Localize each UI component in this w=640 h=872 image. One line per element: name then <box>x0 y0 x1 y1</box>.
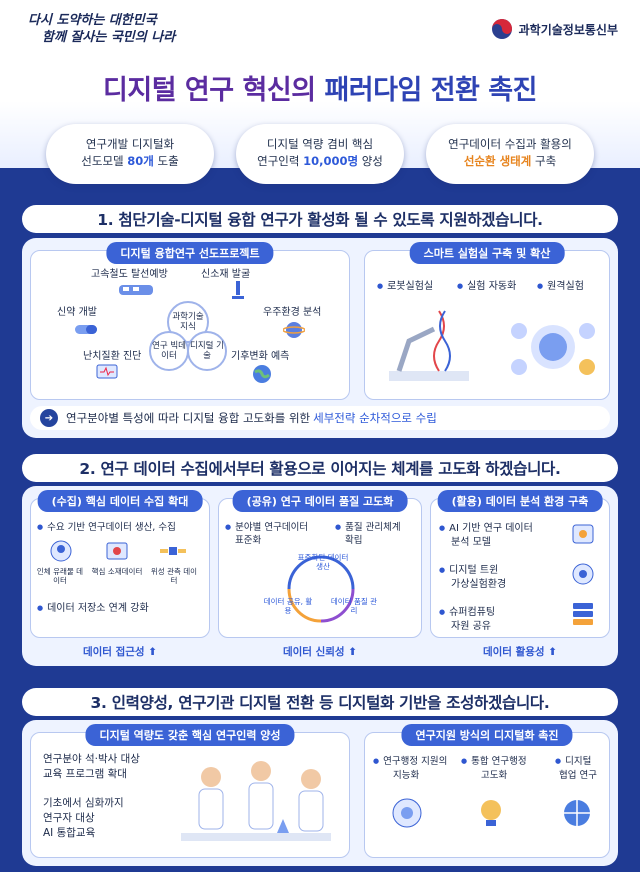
ai-chip-icon <box>572 524 594 544</box>
item-space: 우주환경 분석 <box>263 307 322 318</box>
goal-pill-1: 연구개발 디지털화 선도모델 80개 도출 <box>46 124 214 184</box>
fusion-project-head: 디지털 융합연구 선도프로젝트 <box>106 242 274 264</box>
taegeuk-icon <box>491 19 512 39</box>
robot-arm-icon <box>389 310 469 381</box>
item-railway: 고속철도 탈선예방 <box>91 269 168 280</box>
lightbulb-icon <box>481 800 501 826</box>
support-bullet-1: 연구행정 지원의 <box>373 753 447 767</box>
talent-line-1: 연구분야 석·박사 대상 <box>43 753 140 765</box>
pill-icon <box>75 325 97 334</box>
talent-line-2: 교육 프로그램 확대 <box>43 768 127 780</box>
digital-twin-icon <box>572 563 594 585</box>
share-head: (공유) 연구 데이터 품질 고도화 <box>232 490 408 512</box>
talent-card: 디지털 역량도 갖춘 핵심 연구인력 양성 연구분야 석·박사 대상 교육 프로… <box>30 724 350 858</box>
section-3-title: 3. 인력양성, 연구기관 디지털 전환 등 디지털화 기반을 조성하겠습니다. <box>22 688 618 716</box>
cycle-standard-data: 표준화된 데이터 생산 <box>297 553 349 571</box>
item-new-material: 신소재 발굴 <box>201 269 251 280</box>
slogan-line-1: 다시 도약하는 대한민국 <box>28 13 157 28</box>
lab-remote: 원격실험 <box>537 277 584 292</box>
circle-research-bigdata: 연구 빅데이터 <box>149 331 189 371</box>
analyze-bullet-1: AI 기반 연구 데이터 <box>439 519 533 534</box>
ministry-name: 과학기술정보통신부 <box>518 22 618 37</box>
globe-icon <box>253 365 271 383</box>
microscope-icon <box>232 281 244 299</box>
collect-bullet-2: 데이터 저장소 연계 강화 <box>37 599 149 614</box>
research-support-head: 연구지원 방식의 디지털화 촉진 <box>401 724 573 746</box>
cycle-quality: 데이터 품질 관리 <box>330 597 378 615</box>
section-2-title: 2. 연구 데이터 수집에서부터 활용으로 이어지는 체계를 고도화 하겠습니다… <box>22 454 618 482</box>
diagnosis-monitor-icon <box>96 364 118 379</box>
item-disease: 난치질환 진단 <box>83 351 142 362</box>
analyze-bullet-2: 디지털 트윈 <box>439 561 498 576</box>
support-bullet-3: 디지털 <box>555 753 591 767</box>
circle-digital-tech: 디지털 기술 <box>187 331 227 371</box>
label-body-data: 인체 유래물 데이터 <box>36 567 84 585</box>
tab-accessibility: 데이터 접근성 ⬆ <box>82 645 158 658</box>
analyze-head: (활용) 데이터 분석 환경 구축 <box>437 490 603 512</box>
goal-pill-2: 디지털 역량 겸비 핵심 연구인력 10,000명 양성 <box>236 124 404 184</box>
talent-line-5: AI 통합교육 <box>43 827 96 839</box>
arrow-right-icon: ➔ <box>40 409 58 427</box>
cycle-share-use: 데이터 공유, 활용 <box>263 597 313 615</box>
analyze-card: (활용) 데이터 분석 환경 구축 AI 기반 연구 데이터 분석 모델 디지털… <box>430 490 610 638</box>
slogan: 다시 도약하는 대한민국 함께 잘사는 국민의 나라 <box>28 12 228 46</box>
lab-automation: 실험 자동화 <box>457 277 516 292</box>
section-1-title: 1. 첨단기술-디지털 융합 연구가 활성화 될 수 있도록 지원하겠습니다. <box>22 205 618 233</box>
page-title: 디지털 연구 혁신의 패러다임 전환 촉진 <box>103 75 537 106</box>
talent-line-3: 기초에서 심화까지 <box>43 797 124 809</box>
item-climate: 기후변화 예측 <box>231 351 290 362</box>
collect-card: (수집) 핵심 데이터 수집 확대 수요 기반 연구데이터 생산, 수집 인체 … <box>30 490 210 638</box>
satellite-icon <box>160 547 186 555</box>
fusion-project-card: 디지털 융합연구 선도프로젝트 고속철도 탈선예방 신소재 발굴 신약 개발 우… <box>30 242 350 400</box>
goal-pills: 연구개발 디지털화 선도모델 80개 도출 디지털 역량 겸비 핵심 연구인력 … <box>46 124 594 184</box>
supercomputer-icon <box>573 603 593 625</box>
label-material-data: 핵심 소재데이터 <box>91 567 143 576</box>
research-support-card: 연구지원 방식의 디지털화 촉진 연구행정 지원의 지능화 통합 연구행정 고도… <box>364 724 610 858</box>
goal-pill-3: 연구데이터 수집과 활용의 선순환 생태계 구축 <box>426 124 594 184</box>
material-data-icon <box>106 542 128 560</box>
share-card: (공유) 연구 데이터 품질 고도화 분야별 연구데이터 표준화 품질 관리체계… <box>218 490 422 638</box>
data-cycle-diagram <box>287 555 355 623</box>
slogan-line-2: 함께 잘사는 국민의 나라 <box>42 30 176 45</box>
lab-robot: 로봇실험실 <box>377 277 433 292</box>
talent-line-4: 연구자 대상 <box>43 812 95 824</box>
remote-brain-icon <box>511 323 595 375</box>
ministry-logo: 과학기술정보통신부 <box>491 18 618 40</box>
collect-head: (수집) 핵심 데이터 수집 확대 <box>37 490 203 512</box>
planet-icon <box>283 322 305 338</box>
train-icon <box>119 285 153 295</box>
network-globe-icon <box>564 800 590 826</box>
smart-lab-card: 스마트 실험실 구축 및 확산 로봇실험실 실험 자동화 원격실험 <box>364 242 610 400</box>
label-satellite-data: 위성 관측 데이터 <box>150 567 198 585</box>
analyze-bullet-3: 슈퍼컴퓨팅 <box>439 603 495 618</box>
body-data-icon <box>50 540 72 562</box>
ai-brain-icon <box>392 798 422 828</box>
item-drug-dev: 신약 개발 <box>57 307 97 318</box>
talent-head: 디지털 역량도 갖춘 핵심 연구인력 양성 <box>85 724 295 746</box>
tab-usability: 데이터 활용성 ⬆ <box>482 645 558 658</box>
share-bullet-1: 분야별 연구데이터 <box>225 519 308 533</box>
researchers-illustration <box>181 761 331 841</box>
support-bullet-2: 통합 연구행정 <box>461 753 526 767</box>
smart-lab-head: 스마트 실험실 구축 및 확산 <box>409 242 565 264</box>
share-bullet-2: 품질 관리체계 <box>335 519 400 533</box>
tab-reliability: 데이터 신뢰성 ⬆ <box>282 645 358 658</box>
collect-bullet-1: 수요 기반 연구데이터 생산, 수집 <box>37 519 176 533</box>
